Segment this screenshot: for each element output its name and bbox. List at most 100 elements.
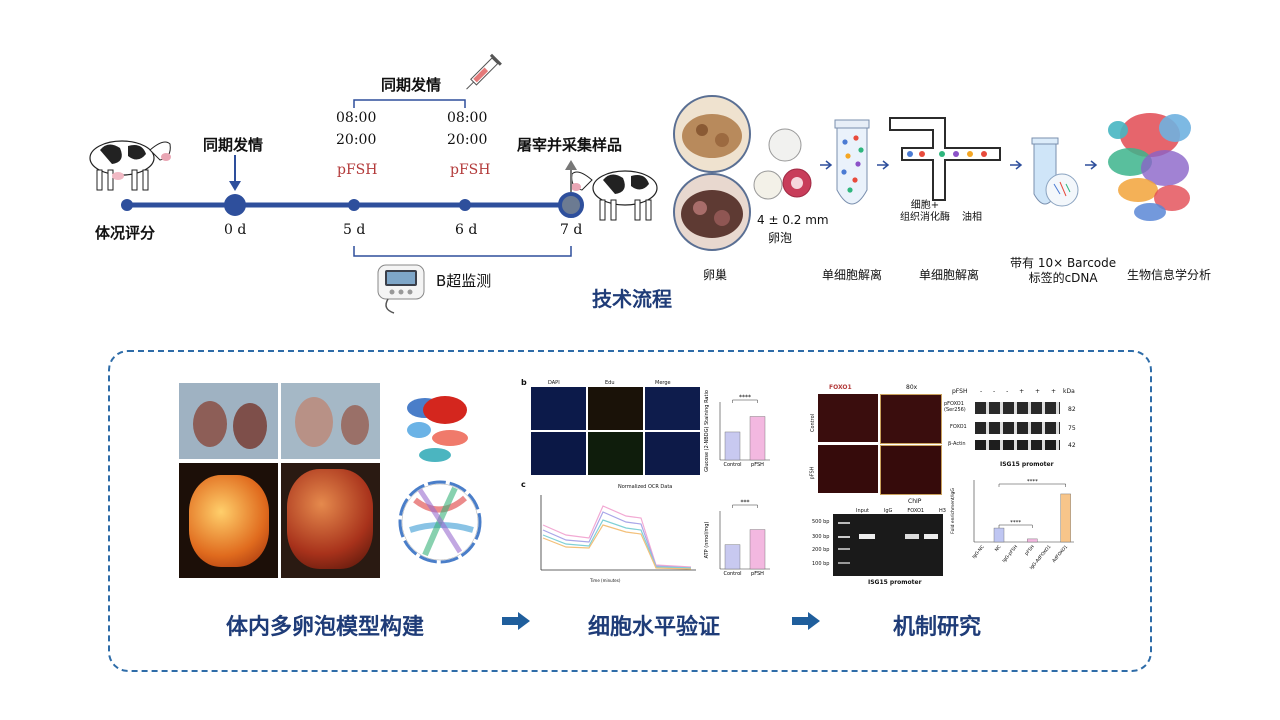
wb-band-foxo1: FOXO1 [950,424,967,430]
ovary-photo-top [673,95,751,173]
wb-band-actin: β-Actin [948,441,966,447]
section-title-model: 体内多卵泡模型构建 [226,615,425,640]
bar-label: IgG-pFSH [1001,544,1019,564]
step-dissociation-1: 单细胞解离 [822,268,883,282]
wb-kda-75: 75 [1068,425,1076,432]
flow-arrow-3-icon [1010,160,1023,170]
time-left-1: 08:00 [336,110,377,126]
marker-day0 [224,194,246,216]
wb-band-pfoxo1: pFOXO1 (Ser256) [944,401,966,413]
sig-bracket [732,399,758,403]
timeline-svg [89,53,658,314]
flow-arrow-1-icon [820,160,833,170]
step-bioinformatics: 生物信息学分析 [1127,268,1212,282]
sig-bracket [998,524,1033,528]
wb-sign: - [980,388,983,395]
bracket-bottom [353,246,572,257]
col-edu: Edu [605,380,615,386]
ocr-xlabel: Time (minutes) [590,578,621,583]
fig1-tsne-chord [395,380,485,580]
sig-label: *** [741,499,750,506]
workflow-svg [673,95,1191,251]
chip-gel [833,514,943,576]
cow-right-icon [571,170,658,221]
bar [749,529,766,570]
ultrasound-device-icon [377,264,425,314]
syringe-icon [466,53,502,90]
if-row-pfsh: pFSH [809,466,816,480]
ocr-title: Normalized OCR Data [618,484,673,490]
bar [724,544,741,570]
day-7: 7 d [560,222,583,238]
sync-label-bracket: 同期发情 [381,76,442,94]
follicle-1 [768,128,802,162]
isg15-title: ISG15 promoter [1000,461,1054,468]
section-arrow-1-icon [502,612,530,630]
gel-marker-100: 100 bp [812,561,830,567]
bar [724,431,741,461]
sig-bracket [998,483,1066,487]
bar [1060,493,1071,543]
bar [993,527,1005,543]
microfluidic-chip-icon [889,117,1001,201]
bracket-top [353,99,466,108]
fig2-panel-b: b [521,378,527,387]
y-axis-label: ATP (nmol/mg) [704,522,710,559]
foxo1-label: FOXO1 [829,384,852,391]
bar-label: IgG-NC [971,544,986,560]
bar [749,416,766,461]
edu-image-grid [531,387,701,477]
marker-day7 [558,192,584,218]
oil-phase-label: 油相 [962,212,982,223]
marker-start [121,199,133,211]
wb-sign: + [1019,388,1025,395]
gel-lane: H3 [939,508,946,514]
wb-sign: + [1050,388,1056,395]
chip-header: ChIP [908,498,922,505]
follicle-size: 4 ± 0.2 mm [757,213,829,227]
gel-caption: ISG15 promoter [868,579,922,586]
gel-marker-500: 500 bp [812,519,830,525]
bar-label: AdFOXO1 [1051,544,1069,564]
section-title-cell: 细胞水平验证 [588,615,721,640]
start-label: 体况评分 [95,224,156,242]
marker-day5 [348,199,360,211]
cow-left-icon [89,140,171,191]
bar-label: NC [994,544,1003,553]
wb-sign: - [993,388,996,395]
gel-lanes: Input IgG FOXO1 H3 [856,508,946,514]
cell-enzyme-label: 细胞+ 组织消化酶 [900,200,950,223]
arrow-up-icon [565,160,577,170]
cell-tube-icon [834,119,870,205]
sig-label: **** [739,394,751,401]
step-barcode: 带有 10× Barcode 标签的cDNA [1010,256,1117,285]
bar-label: Control [723,571,741,577]
wb-signs: - - - + + + [980,388,1056,395]
day-0: 0 d [224,222,247,238]
step-ovary: 卵巢 [703,268,728,282]
fig2-panel-c: c [521,480,526,489]
time-right-1: 08:00 [447,110,488,126]
follicle-2 [753,170,783,200]
barcode-tube-icon [1031,137,1079,207]
day-6: 6 d [455,222,478,238]
sync-label-top: 同期发情 [203,136,264,154]
y-axis-label: Fold enrichment/IgG [950,488,956,534]
flow-arrow-2-icon [877,160,890,170]
ocr-line-chart [540,495,696,571]
sig-label: **** [1010,520,1021,526]
col-dapi: DAPI [548,380,560,386]
results-box [108,350,1152,672]
wb-sign: + [1035,388,1041,395]
hormone-left: pFSH [337,162,378,178]
time-right-2: 20:00 [447,132,488,148]
time-left-2: 20:00 [336,132,377,148]
gel-lane: FOXO1 [907,508,925,514]
ovary-photo-grid [179,383,380,578]
gel-lane: Input [856,508,869,514]
marker-day6 [459,199,471,211]
if-row-control: Control [810,413,817,433]
